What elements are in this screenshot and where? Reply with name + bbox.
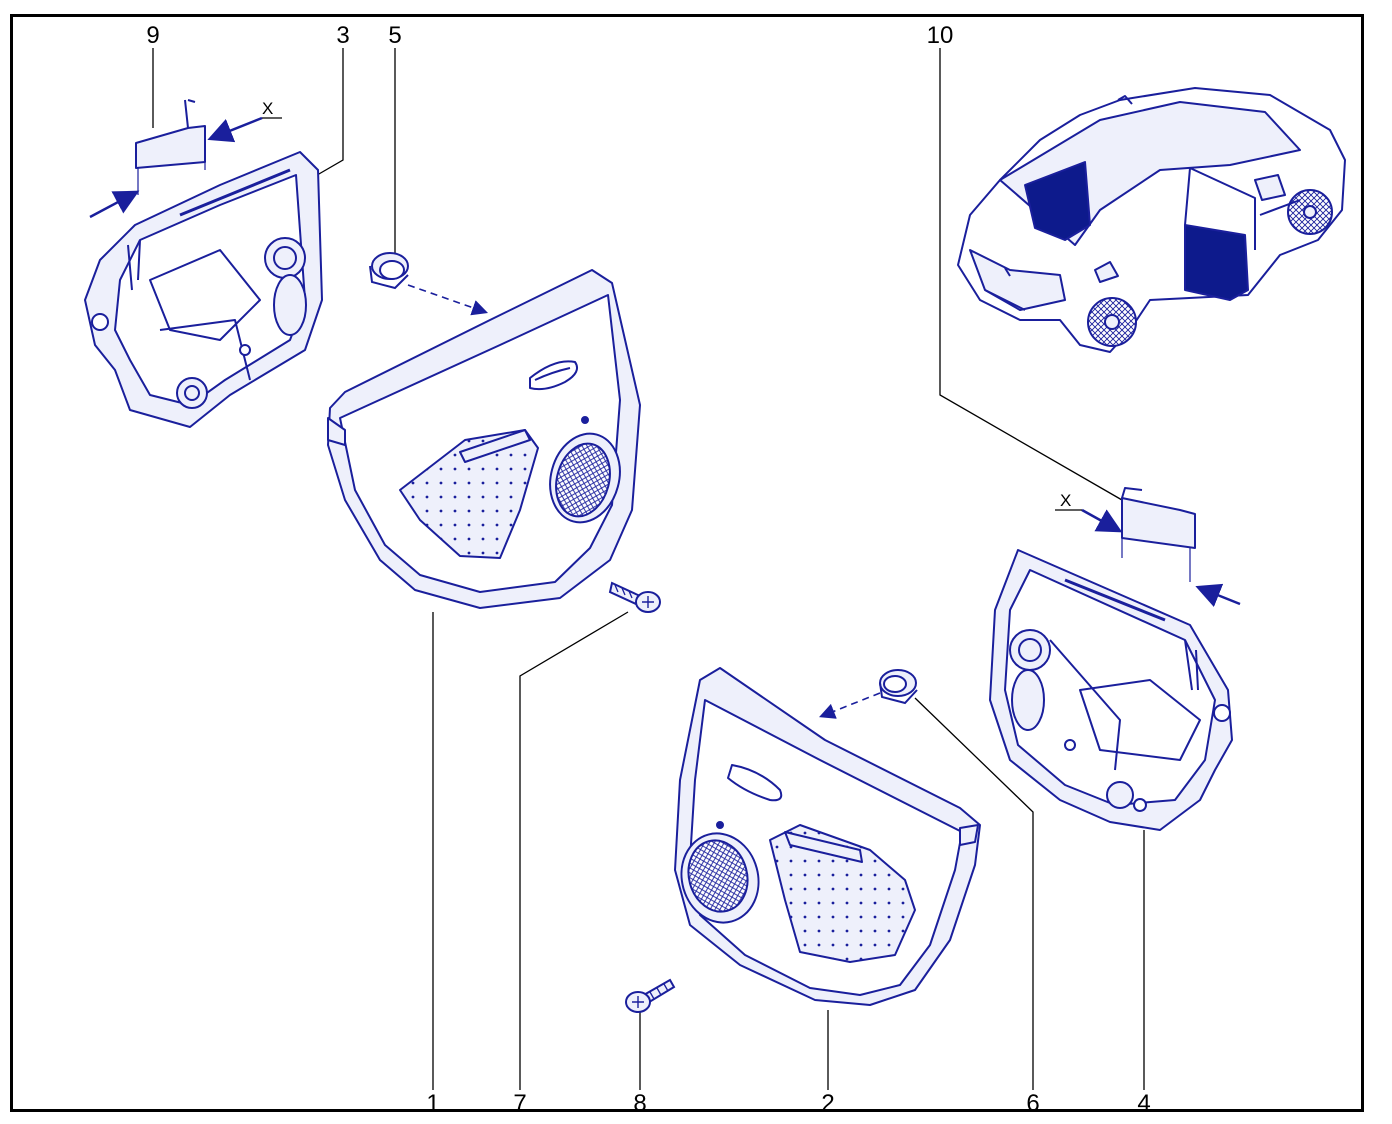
part-6-clip xyxy=(819,669,918,719)
section-mark-x-left: X xyxy=(262,99,274,118)
leader-lines xyxy=(152,48,1145,1090)
callout-7: 7 xyxy=(513,1090,527,1117)
callout-9: 9 xyxy=(146,22,160,49)
part-7-screw xyxy=(608,581,661,613)
callout-2: 2 xyxy=(821,1090,835,1117)
callout-10: 10 xyxy=(926,22,954,49)
part-2-door-trim-panel xyxy=(674,667,981,1006)
part-8-screw xyxy=(625,978,676,1013)
callout-6: 6 xyxy=(1026,1090,1040,1117)
part-1-door-trim-panel xyxy=(327,269,641,609)
callout-5: 5 xyxy=(388,22,402,49)
part-5-clip xyxy=(369,252,489,316)
section-mark-x-right: X xyxy=(1060,491,1072,510)
part-4-door-carrier xyxy=(989,549,1233,831)
part-3-door-carrier xyxy=(84,151,323,428)
callout-1: 1 xyxy=(426,1090,440,1117)
callout-8: 8 xyxy=(633,1090,647,1117)
callout-3: 3 xyxy=(336,22,350,49)
callout-4: 4 xyxy=(1137,1090,1151,1117)
part-9-adhesive-pad xyxy=(89,99,282,219)
vehicle-location-view xyxy=(957,87,1346,353)
part-10-adhesive-pad xyxy=(1055,487,1241,608)
